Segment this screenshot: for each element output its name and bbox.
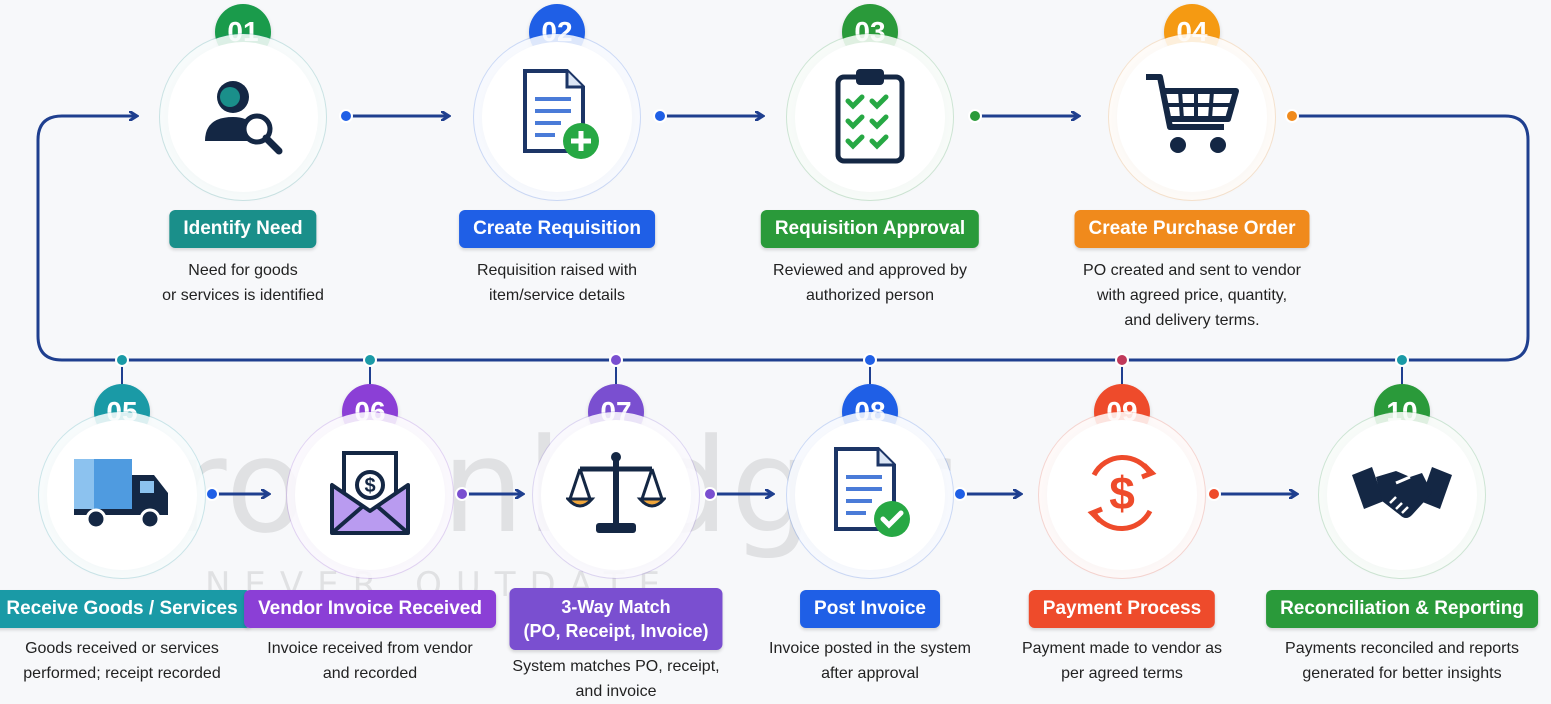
step-description: Payments reconciled and reports generated… [1272, 636, 1532, 686]
loop-connector [36, 116, 1530, 362]
step-description-line: Payments reconciled and reports [1285, 640, 1519, 657]
envelope-invoice-icon: $ [324, 445, 416, 546]
step-icon-circle [1117, 42, 1267, 192]
step-description-line: and invoice [575, 683, 657, 700]
step-icon-circle [1327, 420, 1477, 570]
step-icon-circle: $ [1047, 420, 1197, 570]
step-description-line: item/service details [488, 287, 626, 304]
step-description-line: Invoice posted in the system [769, 640, 971, 657]
delivery-truck-icon [70, 453, 174, 538]
step-title: 3-Way Match (PO, Receipt, Invoice) [509, 588, 723, 650]
step-description: Invoice posted in the system after approv… [740, 636, 1000, 686]
step-description-line: authorized person [805, 287, 935, 304]
step-description-line: Reviewed and approved by [773, 262, 967, 279]
user-search-icon [197, 69, 289, 166]
step-description: Invoice received from vendor and recorded [240, 636, 500, 686]
step-title: Requisition Approval [760, 210, 980, 248]
step-icon-circle [795, 42, 945, 192]
step-description-line: and recorded [322, 665, 418, 682]
step-description-line: or services is identified [162, 287, 324, 304]
balance-scale-icon [564, 447, 668, 544]
step-title: Receive Goods / Services [0, 590, 252, 628]
handshake-icon [1350, 453, 1454, 538]
step-description-line: Need for goods [188, 262, 298, 279]
step-icon-circle [795, 420, 945, 570]
step-description: System matches PO, receipt, and invoice [486, 654, 746, 704]
document-check-icon [824, 443, 916, 548]
step-title: Create Purchase Order [1074, 210, 1310, 248]
step-description: PO created and sent to vendor with agreed… [1062, 258, 1322, 333]
step-description-line: generated for better insights [1302, 665, 1502, 682]
step-description: Goods received or services performed; rec… [0, 636, 252, 686]
step-description-line: PO created and sent to vendor [1083, 262, 1301, 279]
step-description-line: Invoice received from vendor [267, 640, 473, 657]
step-description-line: Requisition raised with [476, 262, 638, 279]
step-description-line: Payment made to vendor as [1021, 640, 1223, 657]
step-description-line: performed; receipt recorded [23, 665, 221, 682]
svg-text:$: $ [1109, 467, 1135, 519]
step-description: Payment made to vendor as per agreed term… [992, 636, 1252, 686]
step-description-line: and delivery terms. [1124, 312, 1260, 329]
step-title: Post Invoice [800, 590, 940, 628]
step-title: Reconciliation & Reporting [1266, 590, 1538, 628]
step-title: Create Requisition [459, 210, 655, 248]
step-icon-circle [482, 42, 632, 192]
step-icon-circle [541, 420, 691, 570]
step-icon-circle: $ [295, 420, 445, 570]
step-description: Reviewed and approved by authorized perso… [740, 258, 1000, 308]
step-title: Identify Need [169, 210, 317, 248]
clipboard-checklist-icon [830, 65, 910, 170]
step-description-line: System matches PO, receipt, [512, 658, 720, 675]
step-description-line: Goods received or services [25, 640, 219, 657]
step-title: Vendor Invoice Received [244, 590, 496, 628]
step-description: Need for goods or services is identified [113, 258, 373, 308]
step-description: Requisition raised with item/service deta… [427, 258, 687, 308]
step-description-line: per agreed terms [1061, 665, 1183, 682]
step-title: Payment Process [1028, 590, 1216, 628]
svg-text:$: $ [364, 475, 375, 497]
dollar-cycle-icon: $ [1074, 445, 1170, 546]
step-icon-circle [168, 42, 318, 192]
step-description-line: with agreed price, quantity, [1096, 287, 1288, 304]
step-icon-circle [47, 420, 197, 570]
shopping-cart-icon [1142, 69, 1242, 166]
document-add-icon [511, 65, 603, 170]
step-description-line: after approval [821, 665, 919, 682]
